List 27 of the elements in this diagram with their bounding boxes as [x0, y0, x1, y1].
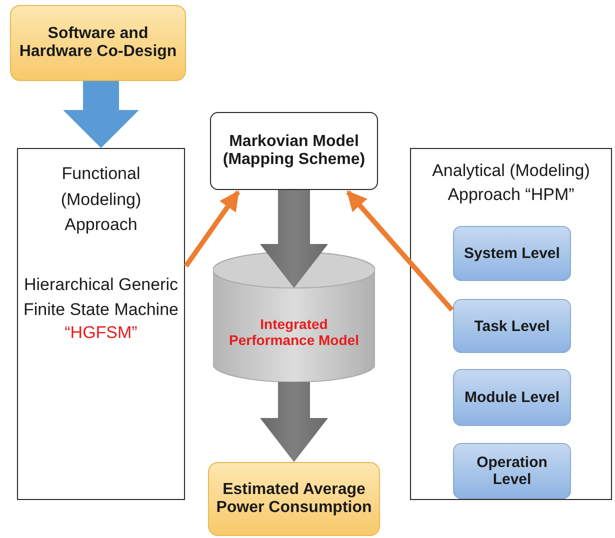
- node-heading: Analytical (Modeling) Approach “HPM”: [431, 160, 591, 206]
- node-label: Task Level: [473, 318, 551, 334]
- node-label: Module Level: [463, 389, 561, 406]
- node-heading: Functional (Modeling) Approach: [60, 163, 142, 236]
- block-arrow: [63, 81, 139, 148]
- node-label: Operation Level: [476, 454, 548, 488]
- process-box: [210, 112, 378, 190]
- arrow: [184, 190, 240, 268]
- node-label: Software and Hardware Co-Design: [18, 25, 178, 61]
- level-box: [453, 226, 571, 281]
- group-panel: [410, 148, 612, 500]
- level-box: [453, 369, 571, 426]
- node-label: Integrated Performance Model: [228, 316, 360, 348]
- node-label: Estimated Average Power Consumption: [215, 481, 373, 517]
- arrow: [346, 190, 454, 312]
- node-label: Markovian Model (Mapping Scheme): [222, 133, 366, 169]
- node-description: Hierarchical Generic Finite State Machine: [22, 274, 180, 321]
- block-arrow: [260, 190, 328, 288]
- terminal-box: [10, 5, 186, 81]
- level-box: [453, 443, 571, 499]
- database-cylinder: [213, 252, 375, 382]
- terminal-box: [208, 462, 380, 536]
- level-box: [453, 299, 571, 353]
- node-label: System Level: [463, 245, 561, 262]
- group-panel: [17, 148, 185, 500]
- block-arrow: [260, 382, 328, 462]
- acronym-label: “HGFSM”: [64, 322, 138, 342]
